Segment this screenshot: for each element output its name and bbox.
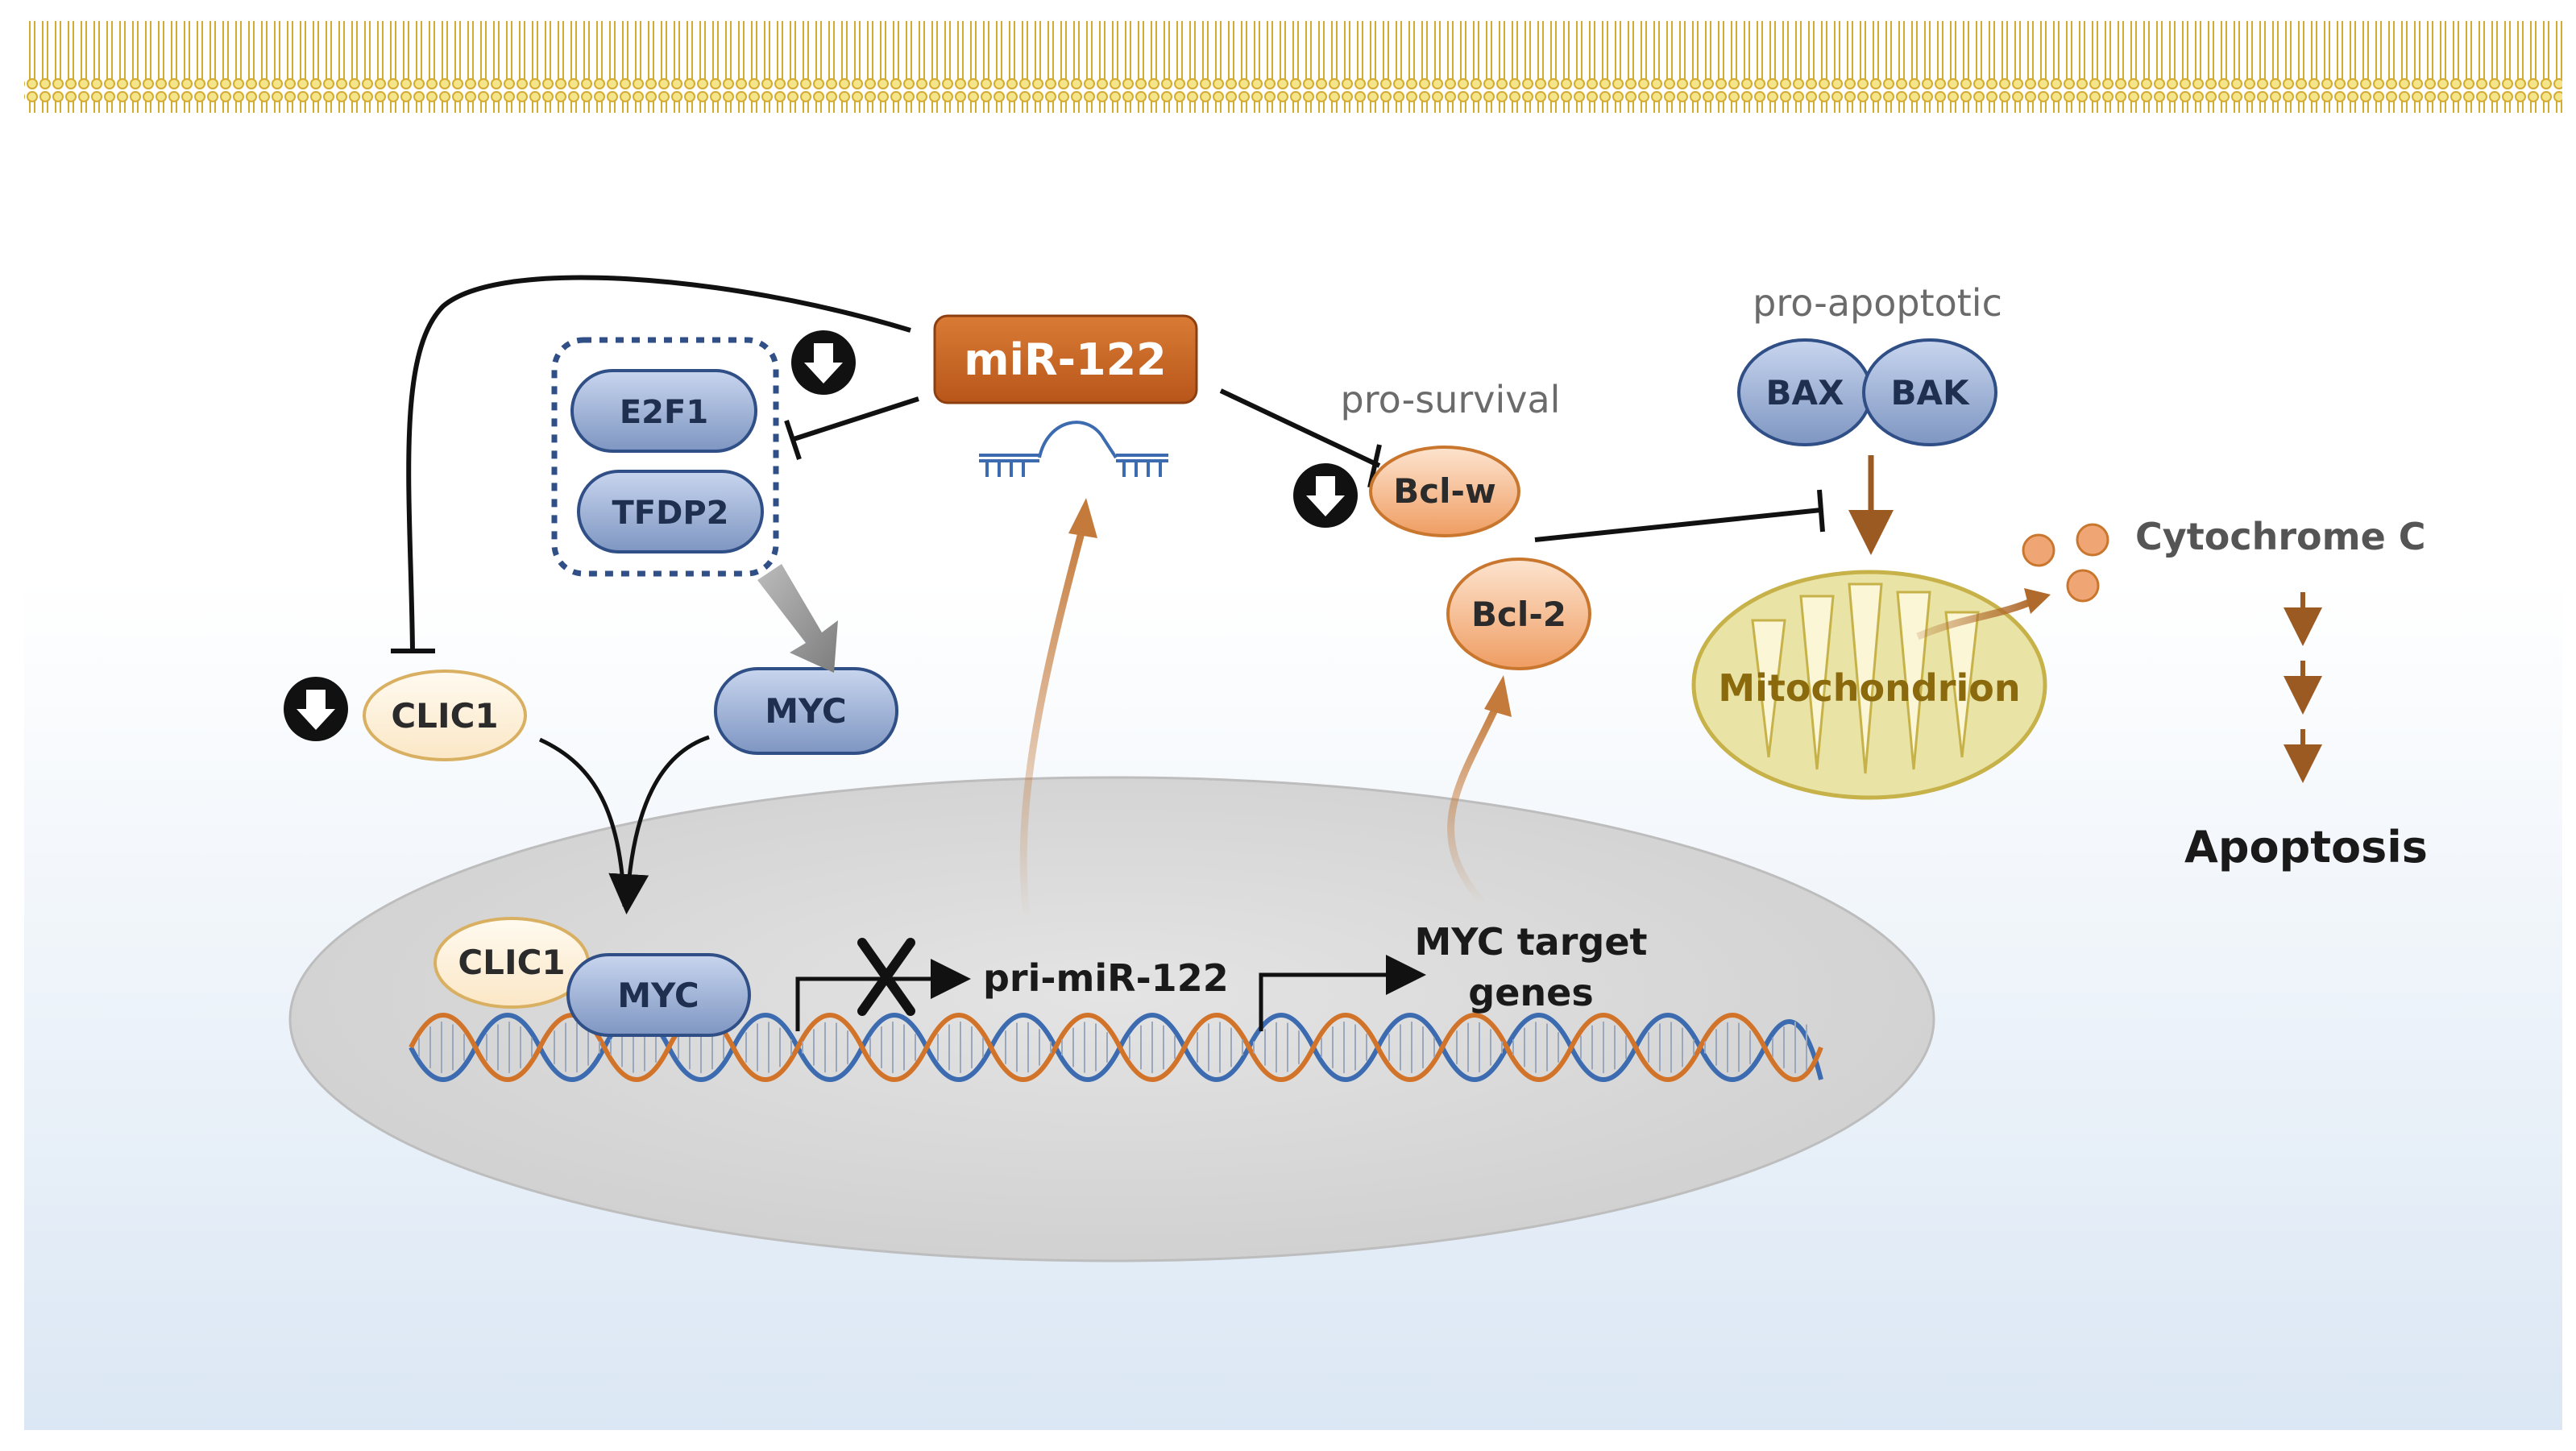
pri-mir122-promoter-arrow <box>795 959 971 1031</box>
apoptosis-label: Apoptosis <box>2184 822 2428 873</box>
mir122-label: miR-122 <box>964 334 1167 385</box>
pri-mir122-label: pri-miR-122 <box>983 956 1229 1000</box>
myc-to-nucleus-arrow <box>608 735 710 914</box>
nuclear-myc-node: MYC <box>566 953 751 1037</box>
myc-target-label-line2: genes <box>1468 971 1593 1014</box>
mirna-hairpin-icon <box>979 421 1168 477</box>
bcl-2-label: Bcl-2 <box>1471 595 1566 634</box>
mitochondrion-label: Mitochondrion <box>1718 666 2020 710</box>
cross-icon <box>857 938 915 1016</box>
tfdp2-node: TFDP2 <box>577 470 764 553</box>
complex-to-myc-arrow <box>757 564 838 673</box>
cytochrome-c-label: Cytochrome C <box>2135 515 2426 558</box>
bak-node: BAK <box>1862 338 1997 446</box>
mito-release-arrow <box>1916 596 2036 641</box>
down-arrow-icon <box>791 330 856 395</box>
myc-target-label-line1: MYC target <box>1414 920 1647 964</box>
myc-targets-to-bcl2-arrow <box>1447 699 1503 905</box>
myc-label: MYC <box>765 691 847 731</box>
down-arrow-icon <box>284 677 348 741</box>
myc-target-promoter-arrow <box>1259 955 1426 1031</box>
bak-label: BAK <box>1890 373 1970 412</box>
pro-survival-label: pro-survival <box>1341 378 1561 421</box>
mitochondrion-node: Mitochondrion <box>1691 570 2047 800</box>
nuclear-myc-label: MYC <box>617 976 699 1015</box>
nuclear-clic1-label: CLIC1 <box>458 943 565 982</box>
pro-apoptotic-label: pro-apoptotic <box>1753 281 2002 325</box>
e2f1-node: E2F1 <box>570 369 757 453</box>
myc-node: MYC <box>714 667 898 755</box>
pri-mir122-to-mir122-arrow <box>1019 522 1088 919</box>
clic1-node: CLIC1 <box>363 670 527 761</box>
e2f1-tfdp2-complex-box <box>551 337 779 577</box>
nucleus <box>288 776 1935 1262</box>
bax-node: BAX <box>1737 338 1873 446</box>
bcl-w-node: Bcl-w <box>1369 446 1520 537</box>
cell-membrane <box>24 21 2562 113</box>
clic1-label: CLIC1 <box>391 696 498 736</box>
mir122-node: miR-122 <box>933 314 1198 404</box>
cytochrome-c-dots <box>2022 523 2109 603</box>
down-arrow-icon <box>1293 463 1358 528</box>
tfdp2-label: TFDP2 <box>612 495 729 532</box>
e2f1-label: E2F1 <box>620 394 708 431</box>
bcl-w-label: Bcl-w <box>1393 471 1496 511</box>
nuclear-clic1-node: CLIC1 <box>433 917 590 1009</box>
bax-label: BAX <box>1766 373 1844 412</box>
bcl-2-node: Bcl-2 <box>1446 558 1591 670</box>
